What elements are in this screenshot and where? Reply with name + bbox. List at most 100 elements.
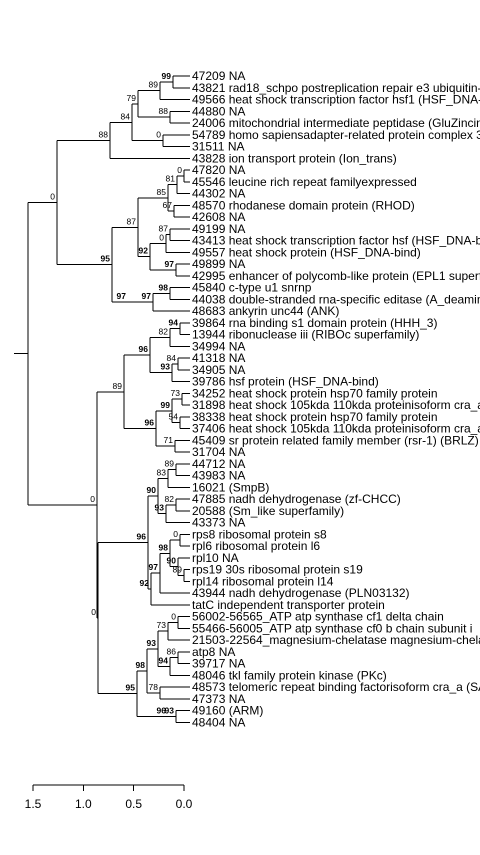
support-value: 86 [167,647,177,657]
support-value: 94 [169,318,179,328]
leaf-label: 16021 (SmpB) [192,480,269,494]
leaf-label: 56002-56565_ATP atp synthase cf1 delta c… [192,610,444,624]
leaf-label: 45409 sr protein related family member (… [192,433,479,447]
support-value: 89 [165,459,175,469]
support-value: 96 [157,705,167,715]
support-value: 71 [164,435,174,445]
leaf-label: 21503-22564_magnesium-chelatase magnesiu… [192,633,480,647]
leaf-label: 55466-56005_ATP atp synthase cf0 b chain… [192,621,472,635]
support-value: 0 [50,191,55,201]
support-value: 90 [167,556,177,566]
leaf-label: rps19 30s ribosomal protein s19 [192,563,363,577]
leaf-label: 31898 heat shock 105kda 110kda proteinis… [192,398,480,412]
support-value: 85 [157,187,167,197]
support-value: 97 [142,291,152,301]
leaf-label: 44712 NA [192,457,245,471]
leaf-label: 42995 enhancer of polycomb-like protein … [192,269,480,283]
leaf-label: atp8 NA [192,645,235,659]
leaf-label: tatC independent transporter protein [192,598,385,612]
leaf-label: 47885 nadh dehydrogenase (zf-CHCC) [192,492,401,506]
leaf-label: 48404 NA [192,715,245,729]
support-value: 92 [139,246,149,256]
leaf-label: rpl10 NA [192,551,239,565]
support-value: 67 [163,200,173,210]
support-value: 84 [167,353,177,363]
leaf-label: 41318 NA [192,351,245,365]
support-value: 81 [166,174,176,184]
support-value: 0 [159,232,164,242]
leaf-label: 49899 NA [192,257,245,271]
support-value: 73 [157,620,167,630]
leaf-label: 47820 NA [192,163,245,177]
support-value: 98 [159,542,169,552]
leaf-label: 34252 heat shock protein hsp70 family pr… [192,386,438,400]
support-value: 54 [169,412,179,422]
support-value: 0 [90,494,95,504]
support-value: 93 [155,503,165,513]
leaf-label: 45840 c-type u1 snrnp [192,281,312,295]
support-value: 93 [165,705,175,715]
support-value: 99 [161,400,171,410]
leaf-label: 31511 NA [192,140,244,154]
leaf-label: 47373 NA [192,692,245,706]
leaf-label: 20588 (Sm_like superfamily) [192,504,344,518]
leaf-label: 49566 heat shock transcription factor hs… [192,93,480,107]
leaf-label: 49160 (ARM) [192,704,263,718]
leaf-label: 48573 telomeric repeat binding factoriso… [192,680,480,694]
support-value: 96 [145,418,155,428]
leaf-label: 38338 heat shock protein hsp70 family pr… [192,410,438,424]
leaf-label: 44302 NA [192,187,245,201]
leaf-label: 43413 heat shock transcription factor hs… [192,234,480,248]
support-value: 89 [149,80,159,90]
support-value: 97 [117,291,127,301]
support-value: 99 [162,71,172,81]
support-value: 94 [159,655,169,665]
axis-tick-label: 1.5 [25,797,42,811]
leaf-label: 44880 NA [192,104,245,118]
support-value: 87 [159,224,169,234]
leaf-label: 31704 NA [192,445,245,459]
support-value: 95 [101,254,111,264]
support-value: 0 [173,529,178,539]
leaf-label: 37406 heat shock 105kda 110kda proteinis… [192,422,480,436]
support-value: 0 [156,130,161,140]
support-value: 0 [171,611,176,621]
support-value: 79 [127,93,137,103]
leaf-label: 43821 rad18_schpo postreplication repair… [192,81,480,95]
leaf-label: 47209 NA [192,69,245,83]
leaf-label: 48570 rhodanese domain protein (RHOD) [192,198,415,212]
leaf-label: 39717 NA [192,657,245,671]
support-value: 78 [149,682,159,692]
leaf-label: 43983 NA [192,469,245,483]
leaf-label: 45546 leucine rich repeat familyexpresse… [192,175,417,189]
leaf-label: 49199 NA [192,222,245,236]
support-value: 98 [136,660,146,670]
leaf-label: 42608 NA [192,210,245,224]
leaf-label: 34994 NA [192,339,245,353]
leaf-label: 39864 rna binding s1 domain protein (HHH… [192,316,437,330]
leaf-label: 13944 ribonuclease iii (RIBOc superfamil… [192,328,419,342]
support-value: 89 [173,564,183,574]
support-value: 98 [159,282,169,292]
leaf-label: 43373 NA [192,516,245,530]
support-labels: 9989887908488081678587097928798979795094… [50,71,182,716]
support-value: 92 [140,578,150,588]
support-value: 96 [137,532,147,542]
support-value: 97 [165,259,175,269]
support-value: 88 [159,106,169,116]
axis-tick-label: 1.0 [75,797,92,811]
leaf-label: 48046 tkl family protein kinase (PKc) [192,668,387,682]
leaf-label: 48683 ankyrin unc44 (ANK) [192,304,339,318]
leaf-label: rps8 ribosomal protein s8 [192,527,327,541]
leaf-label: rpl14 ribosomal protein l14 [192,574,334,588]
leaf-label: rpl6 ribosomal protein l6 [192,539,320,553]
support-value: 87 [127,216,137,226]
support-value: 96 [139,344,149,354]
leaf-label: 24006 mitochondrial intermediate peptida… [192,116,480,130]
leaf-label: 43828 ion transport protein (Ion_trans) [192,151,397,165]
leaf-label: 39786 hsf protein (HSF_DNA-bind) [192,375,379,389]
axis-tick-label: 0.5 [125,797,142,811]
